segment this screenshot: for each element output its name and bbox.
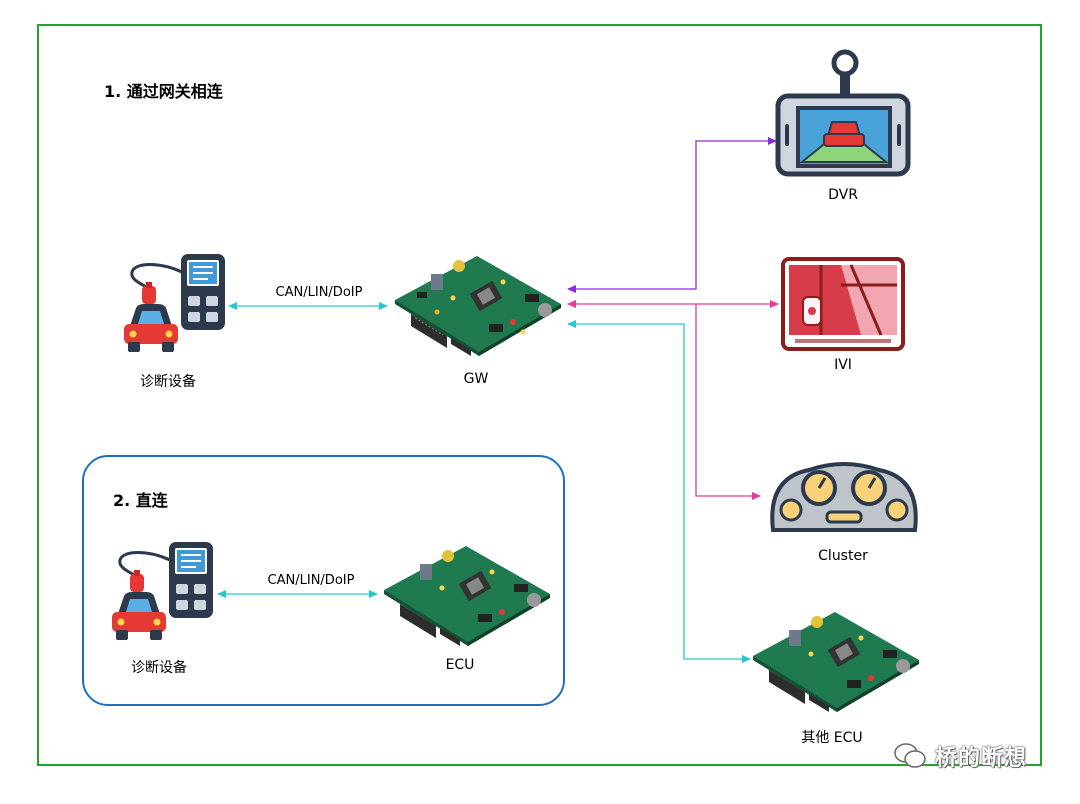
- ecu-pcb-icon: [384, 546, 550, 646]
- edge-label-diag-ecu: CAN/LIN/DoIP: [267, 573, 355, 588]
- direct-connection-box: [82, 455, 565, 706]
- dvr-icon: [775, 49, 911, 177]
- node-label-cluster: Cluster: [818, 548, 868, 564]
- node-label-dvr: DVR: [828, 187, 858, 203]
- edge-gw-other-ecu: [567, 320, 751, 663]
- gateway-pcb-icon: [395, 256, 561, 356]
- node-label-gw: GW: [463, 371, 489, 387]
- node-label-ivi: IVI: [834, 357, 852, 373]
- cluster-icon: [770, 462, 918, 532]
- wechat-icon: [894, 743, 926, 768]
- edge-gw-cluster: [695, 304, 761, 500]
- node-label-diag1: 诊断设备: [140, 374, 196, 390]
- other-ecu-pcb-icon: [753, 612, 919, 712]
- edge-gw-dvr: [567, 137, 777, 293]
- node-label-other-ecu: 其他 ECU: [801, 730, 863, 746]
- ivi-icon: [781, 257, 905, 351]
- node-label-ecu: ECU: [445, 657, 475, 673]
- watermark: 桥的断想: [935, 746, 1028, 771]
- diagnostic-device-icon-2: [112, 542, 213, 640]
- diagnostic-device-icon: [124, 254, 225, 352]
- outer-frame: [37, 24, 1042, 766]
- section-title-gateway: 1. 通过网关相连: [104, 82, 223, 101]
- edge-label-diag-gw: CAN/LIN/DoIP: [275, 285, 363, 300]
- section-title-direct: 2. 直连: [113, 491, 168, 510]
- node-label-diag2: 诊断设备: [131, 660, 187, 676]
